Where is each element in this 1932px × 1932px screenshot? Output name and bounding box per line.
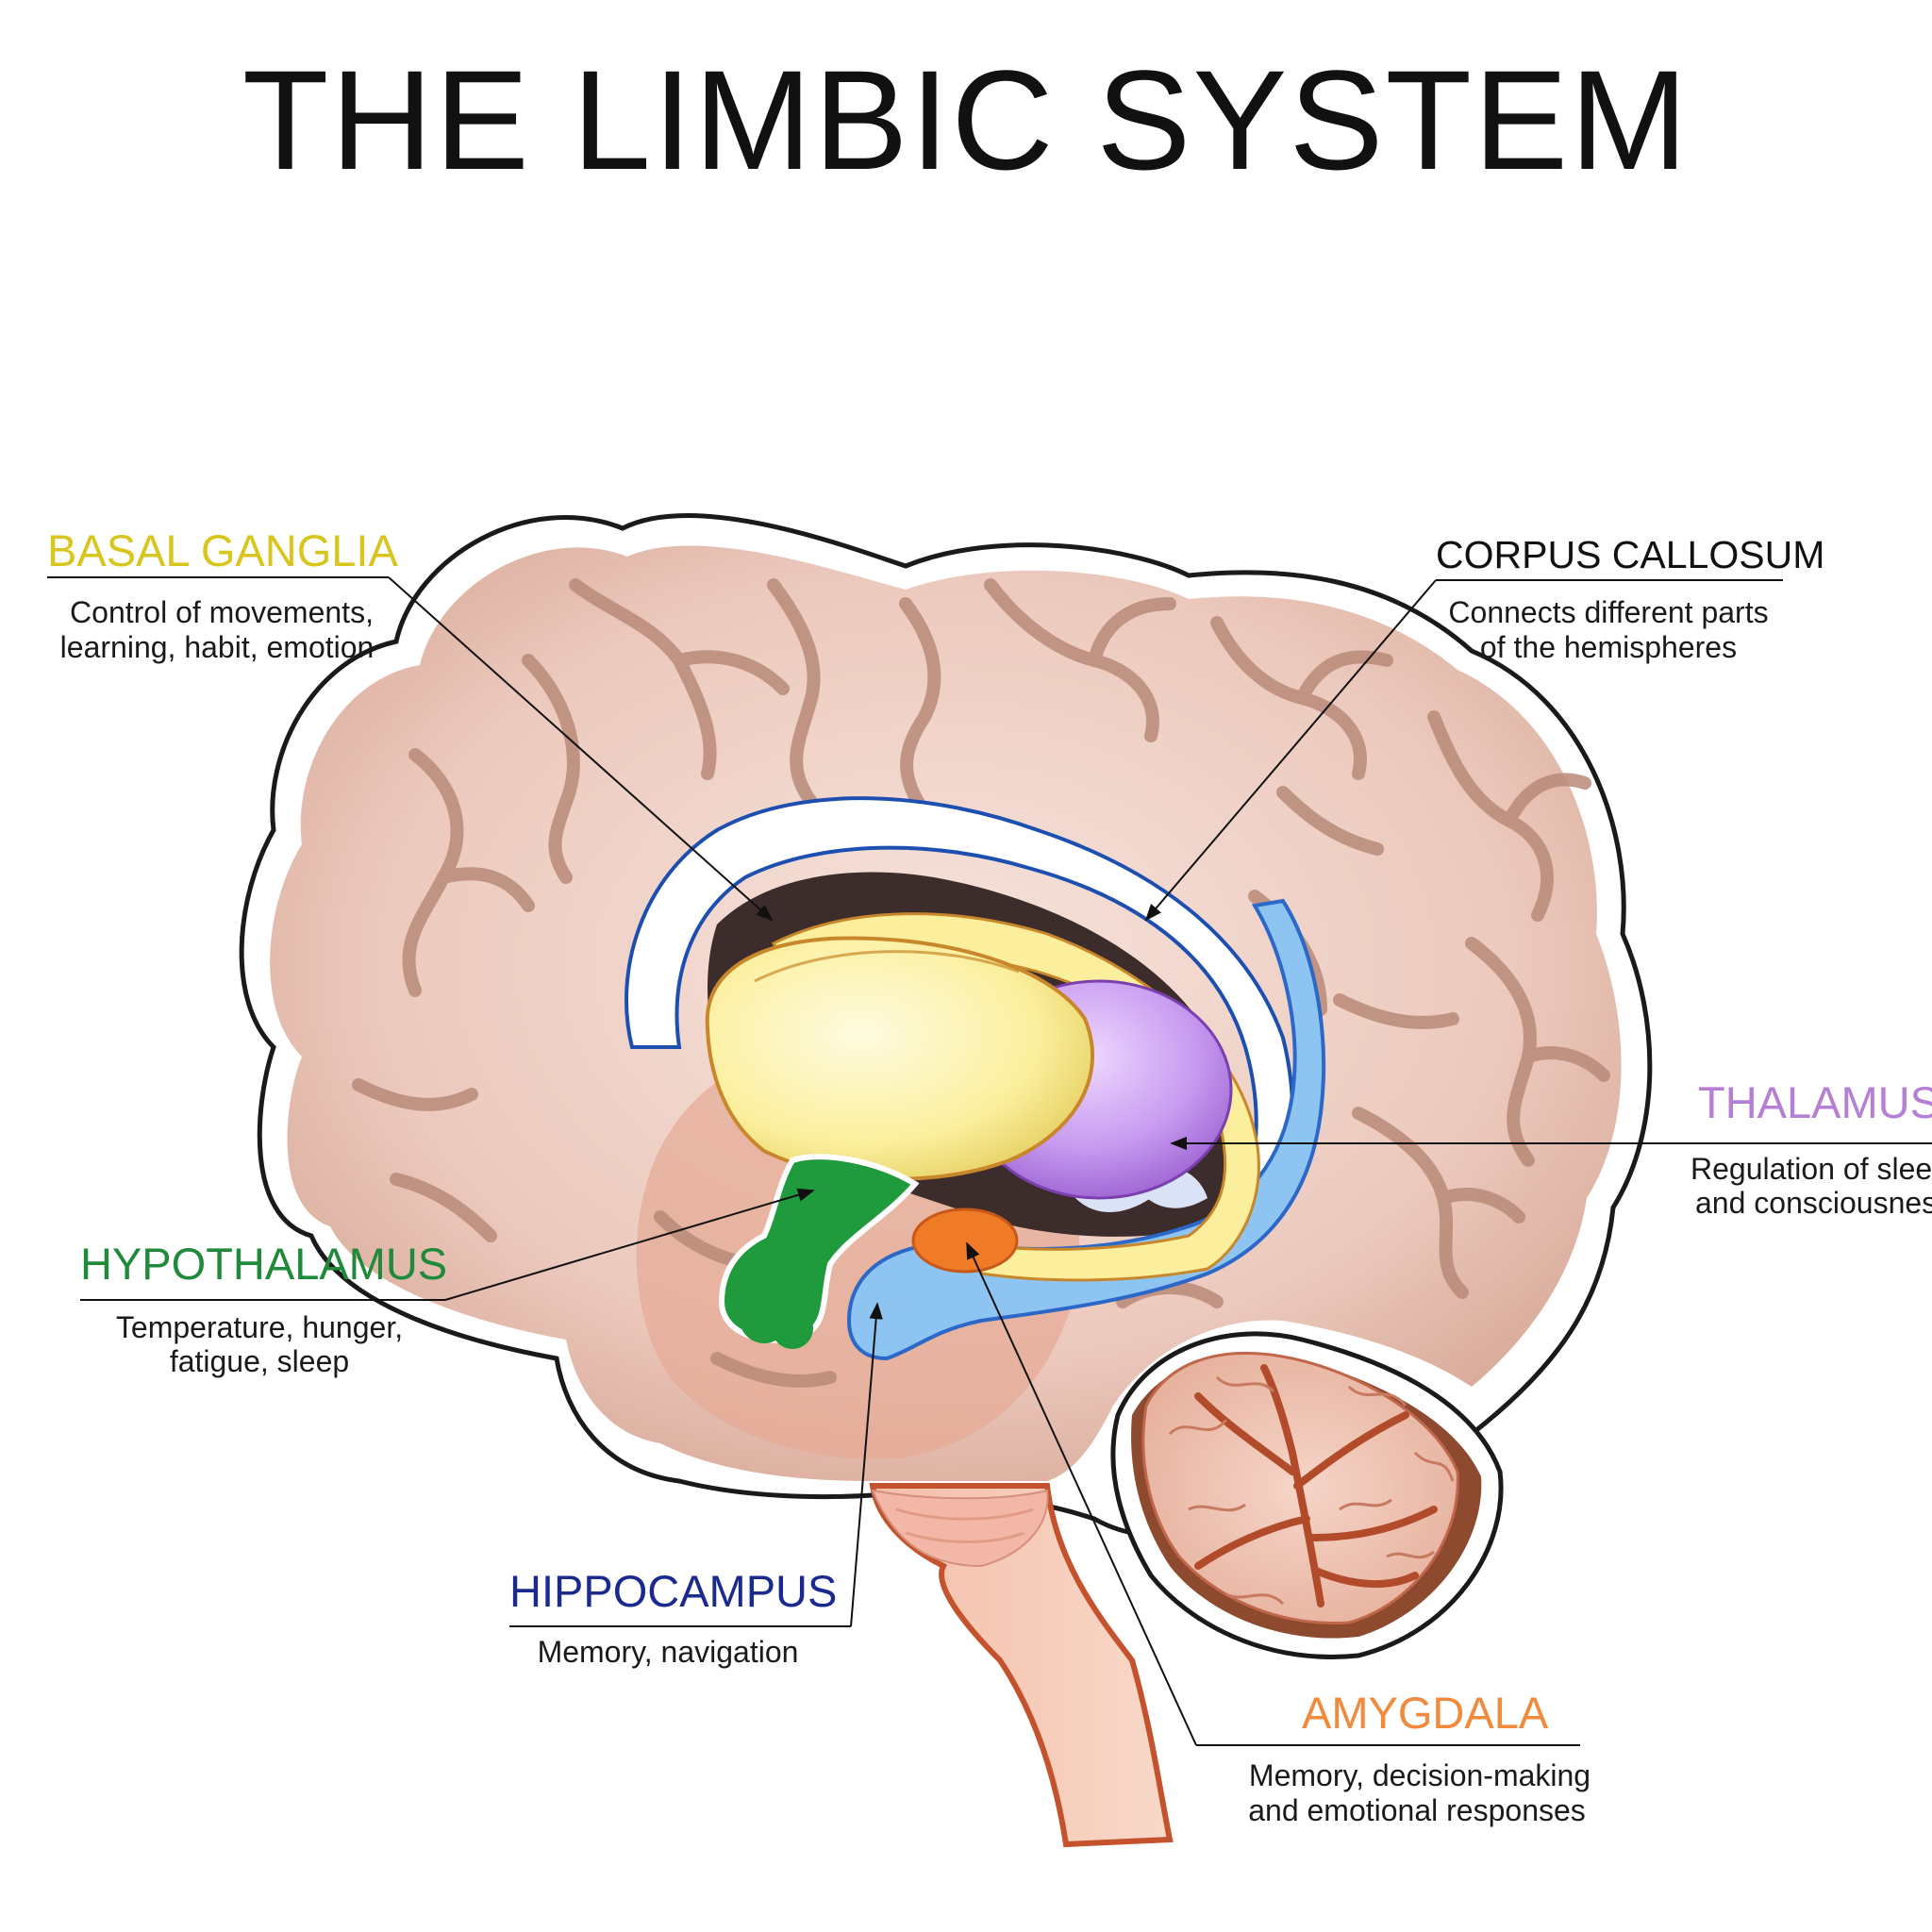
brainstem xyxy=(869,1483,1174,1848)
label-hypothalamus-name: HYPOTHALAMUS xyxy=(80,1239,447,1289)
diagram-title: THE LIMBIC SYSTEM xyxy=(242,41,1690,199)
label-thalamus-name: THALAMUS xyxy=(1698,1077,1932,1127)
leader-lines xyxy=(47,576,1932,1746)
label-hippocampus-desc1: Memory, navigation xyxy=(538,1635,799,1669)
label-amygdala: AMYGDALA Memory, decision-making and emo… xyxy=(1248,1688,1591,1827)
label-thalamus: THALAMUS Regulation of sleep and conscio… xyxy=(1690,1077,1932,1220)
label-basal-ganglia-desc1: Control of movements, xyxy=(70,595,374,629)
label-hypothalamus-desc1: Temperature, hunger, xyxy=(116,1310,403,1344)
label-hypothalamus: HYPOTHALAMUS Temperature, hunger, fatigu… xyxy=(80,1239,447,1378)
label-corpus-callosum: CORPUS CALLOSUM Connects different parts… xyxy=(1436,533,1824,664)
basal-ganglia xyxy=(705,936,1094,1181)
label-basal-ganglia-desc2: learning, habit, emotion xyxy=(60,630,375,664)
label-thalamus-desc1: Regulation of sleep xyxy=(1690,1152,1932,1186)
label-amygdala-desc1: Memory, decision-making xyxy=(1249,1758,1591,1792)
amygdala xyxy=(911,1208,1019,1274)
label-corpus-callosum-desc1: Connects different parts xyxy=(1448,595,1768,629)
label-basal-ganglia-name: BASAL GANGLIA xyxy=(47,525,398,575)
cerebellum xyxy=(1110,1331,1504,1659)
label-amygdala-name: AMYGDALA xyxy=(1302,1688,1549,1738)
hypothalamus xyxy=(718,1154,920,1349)
label-hypothalamus-desc2: fatigue, sleep xyxy=(170,1344,349,1378)
label-hippocampus-name: HIPPOCAMPUS xyxy=(509,1566,837,1616)
label-corpus-callosum-desc2: of the hemispheres xyxy=(1480,630,1737,664)
label-basal-ganglia: BASAL GANGLIA Control of movements, lear… xyxy=(47,525,398,664)
label-corpus-callosum-name: CORPUS CALLOSUM xyxy=(1436,533,1824,576)
label-amygdala-desc2: and emotional responses xyxy=(1248,1793,1586,1827)
label-thalamus-desc2: and consciousness xyxy=(1695,1186,1932,1220)
label-hippocampus: HIPPOCAMPUS Memory, navigation xyxy=(509,1566,837,1669)
